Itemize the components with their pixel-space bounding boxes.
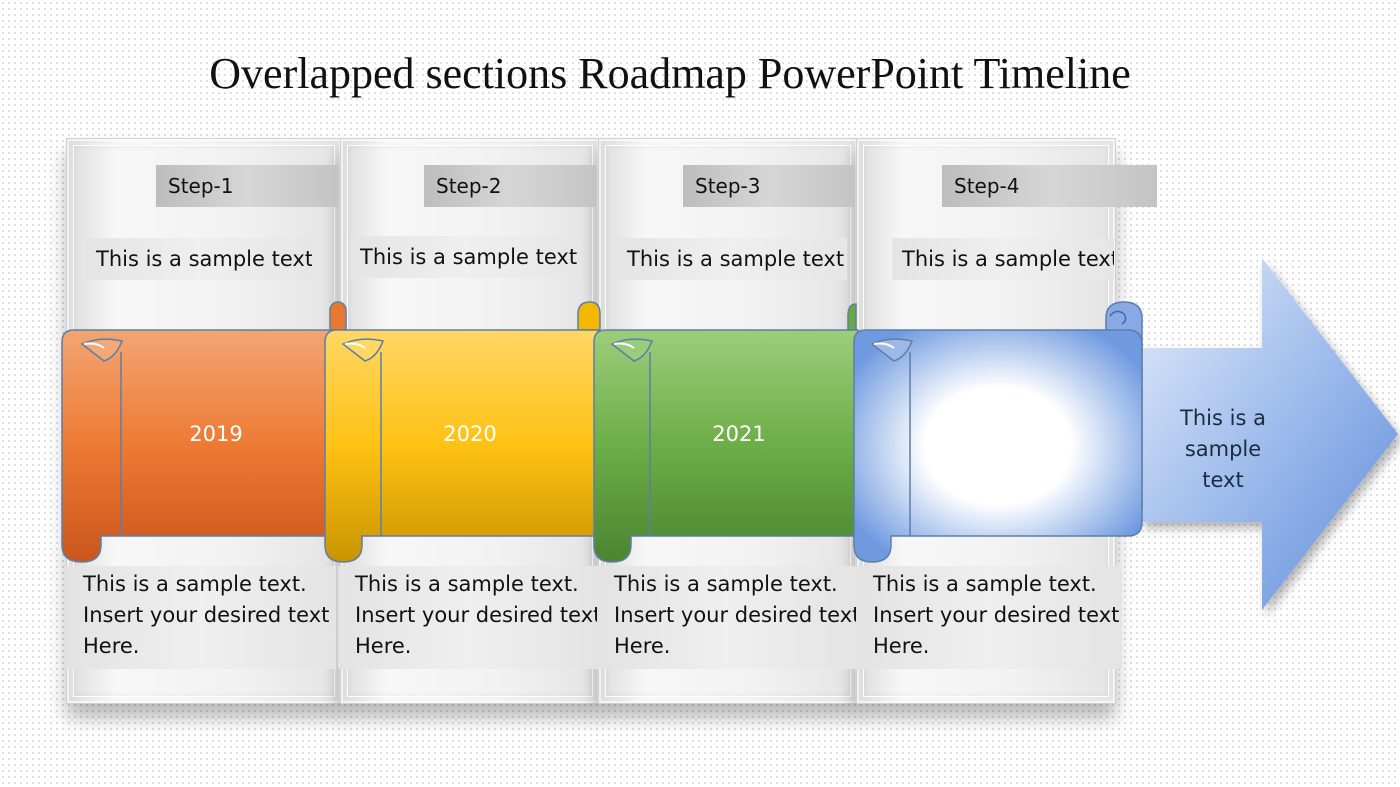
step-top-text: This is a sample text bbox=[617, 238, 847, 280]
step-bottom-text: This is a sample text. Insert your desir… bbox=[856, 566, 1122, 669]
bottom-text-line: Here. bbox=[83, 634, 140, 658]
bottom-text-line: This is a sample text. bbox=[83, 572, 307, 596]
step-bottom-text: This is a sample text. Insert your desir… bbox=[338, 566, 598, 669]
step-bottom-text: This is a sample text. Insert your desir… bbox=[66, 566, 336, 669]
arrow-text-line: text bbox=[1202, 468, 1244, 492]
year-label: 2019 bbox=[189, 422, 243, 446]
slide-title: Overlapped sections Roadmap PowerPoint T… bbox=[209, 49, 1131, 98]
step-label: Step-3 bbox=[683, 165, 855, 207]
bottom-text-line: Here. bbox=[355, 634, 412, 658]
step-top-text: This is a sample text bbox=[350, 236, 582, 278]
step-label: Step-2 bbox=[424, 165, 596, 207]
scroll-2020 bbox=[324, 301, 601, 563]
bottom-text-line: Insert your desired text bbox=[614, 603, 857, 627]
scroll-step-4 bbox=[853, 301, 1143, 563]
step-label: Step-1 bbox=[156, 165, 338, 207]
scroll-2021 bbox=[593, 303, 859, 563]
bottom-text-line: This is a sample text. bbox=[873, 572, 1097, 596]
scroll-2019 bbox=[61, 301, 347, 563]
bottom-text-line: This is a sample text. bbox=[614, 572, 838, 596]
step-bottom-text: This is a sample text. Insert your desir… bbox=[597, 566, 857, 669]
bottom-text-line: Insert your desired text bbox=[355, 603, 598, 627]
bottom-text-line: Insert your desired text bbox=[873, 603, 1120, 627]
step-top-text: This is a sample text bbox=[892, 238, 1114, 280]
arrow-text: This is a sample text bbox=[1140, 403, 1306, 496]
step-label: Step-4 bbox=[942, 165, 1157, 207]
year-label: 2020 bbox=[443, 422, 497, 446]
bottom-text-line: Insert your desired text bbox=[83, 603, 330, 627]
year-label: 2021 bbox=[712, 422, 766, 446]
bottom-text-line: This is a sample text. bbox=[355, 572, 579, 596]
arrow-text-line: This is a sample bbox=[1180, 406, 1266, 461]
bottom-text-line: Here. bbox=[614, 634, 671, 658]
bottom-text-line: Here. bbox=[873, 634, 930, 658]
step-top-text: This is a sample text bbox=[86, 238, 312, 280]
arrow-shape bbox=[1140, 258, 1398, 610]
